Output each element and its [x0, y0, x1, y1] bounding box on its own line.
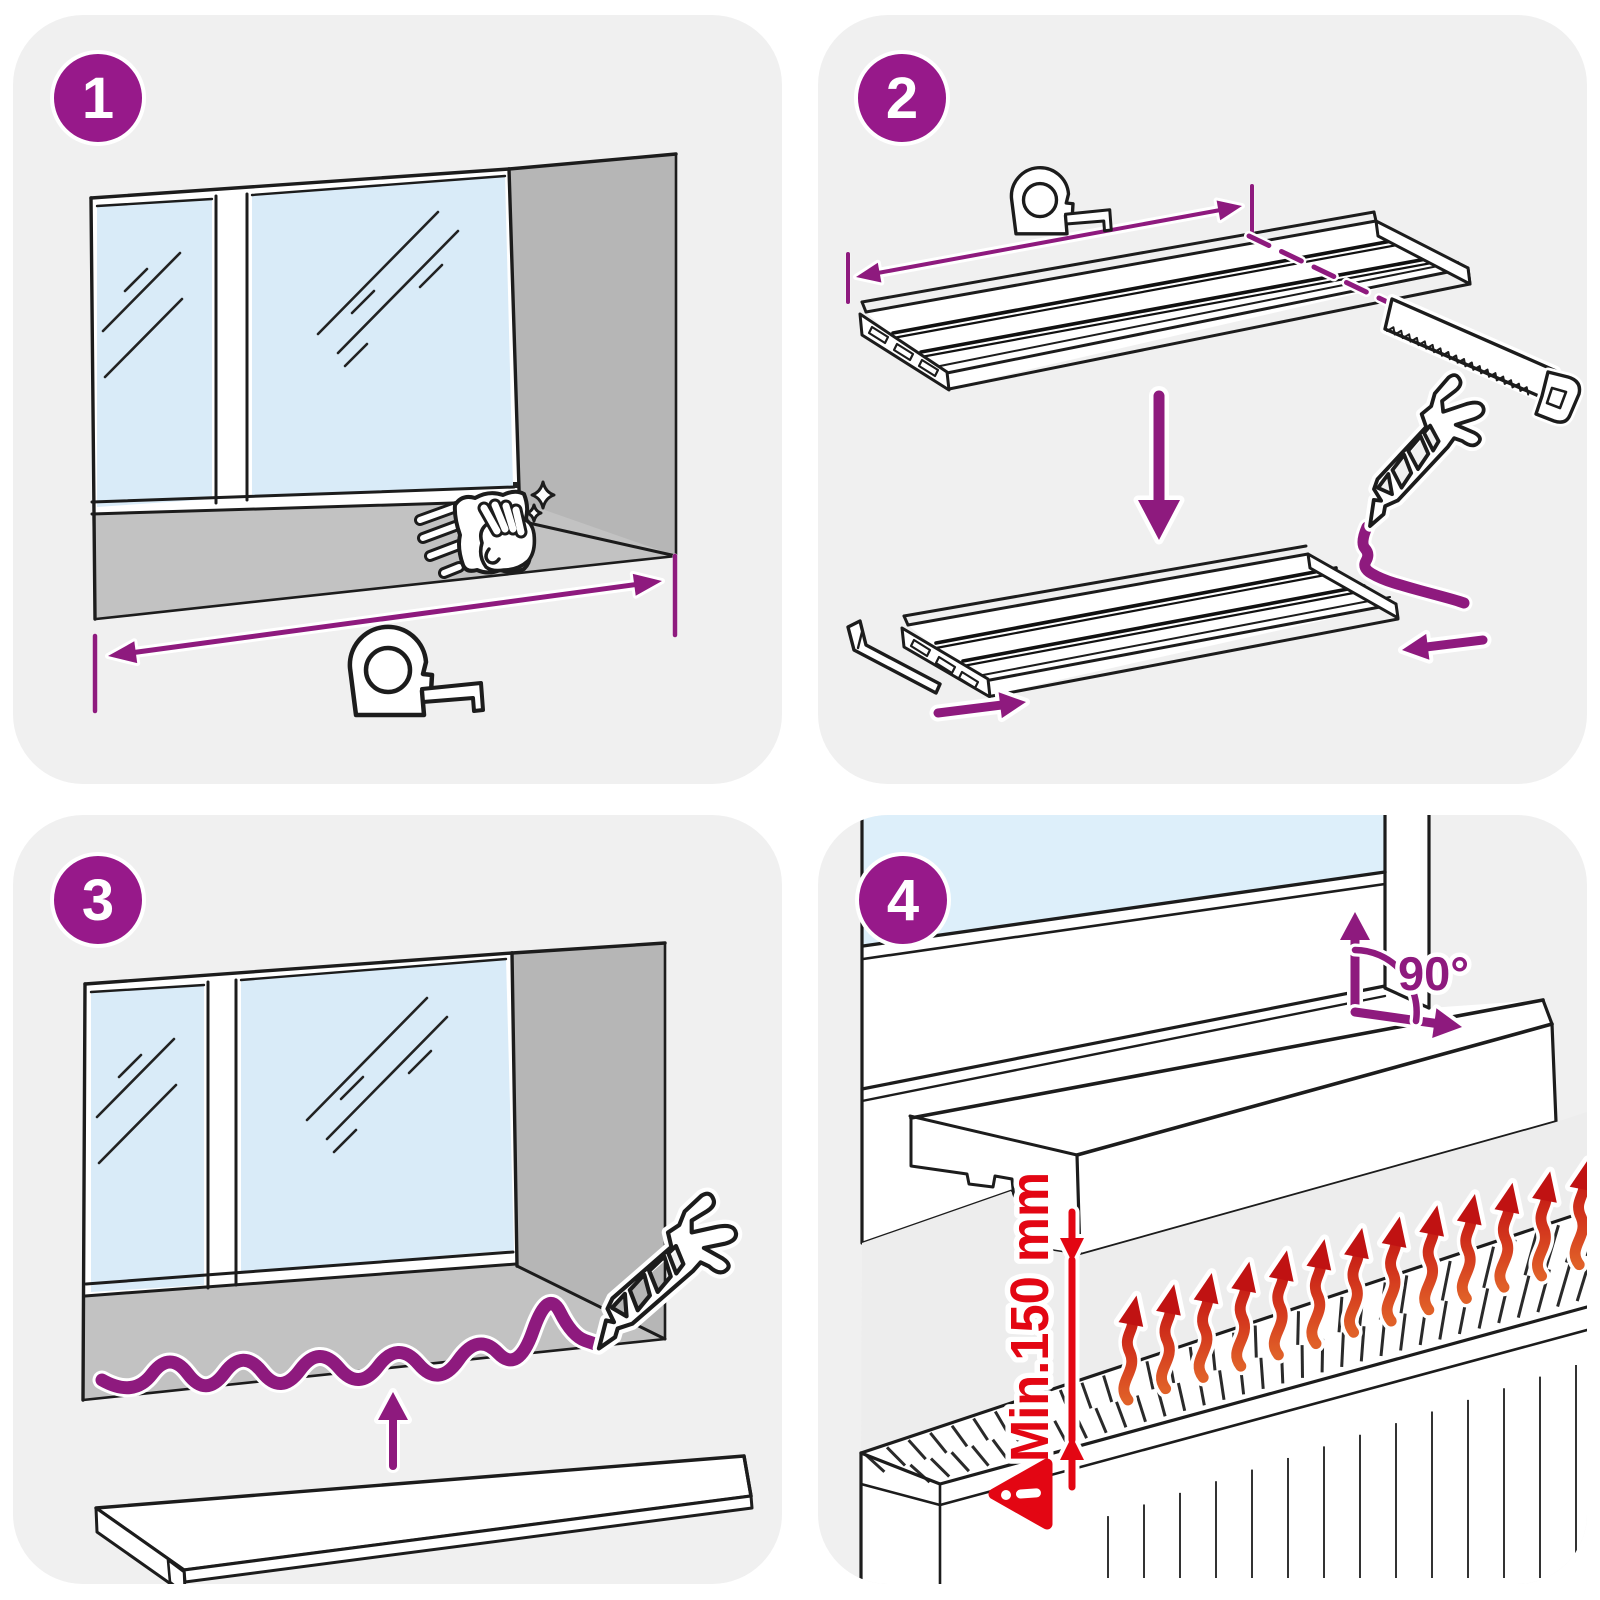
svg-text:3: 3 [82, 868, 114, 933]
svg-text:2: 2 [886, 66, 918, 131]
svg-text:1: 1 [82, 66, 114, 131]
svg-text:4: 4 [887, 868, 919, 933]
svg-text:90°: 90° [1398, 947, 1469, 1000]
svg-text:Min.150 mm: Min.150 mm [1000, 1172, 1060, 1462]
